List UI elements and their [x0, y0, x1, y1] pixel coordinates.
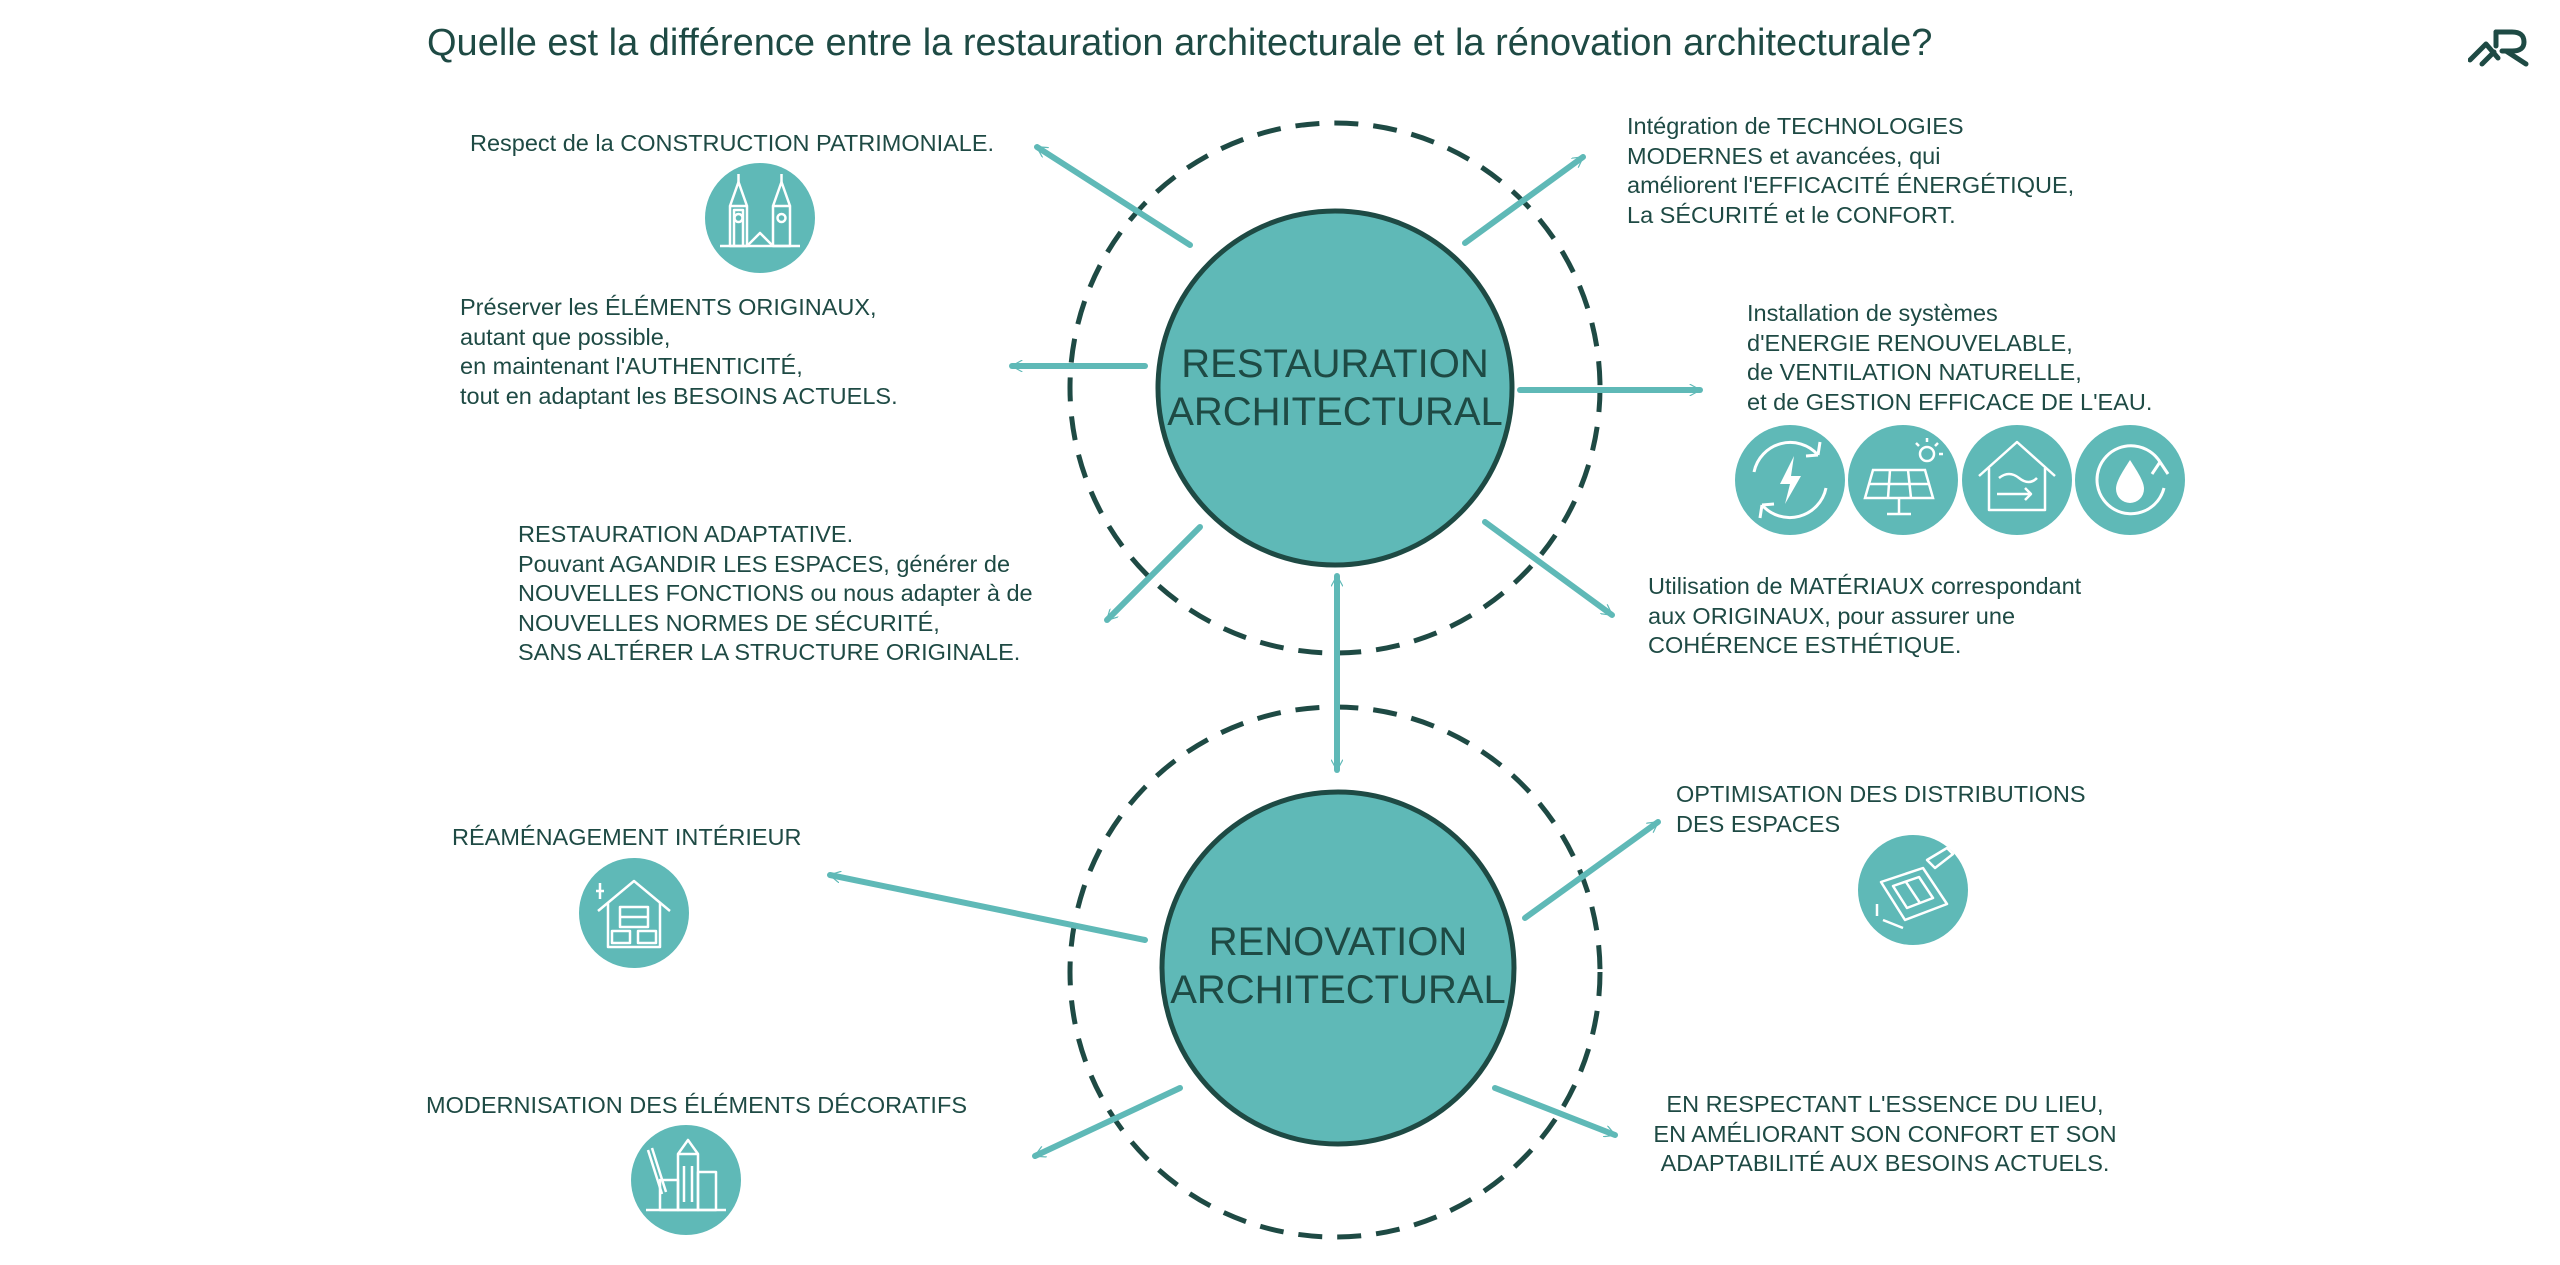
ventilation-house-icon: [1962, 425, 2072, 535]
restauration-circle: [1155, 208, 1515, 568]
page-title: Quelle est la différence entre la restau…: [427, 22, 1933, 64]
text-patrimoine: Respect de la CONSTRUCTION PATRIMONIALE.: [470, 130, 995, 156]
text-reamenagement: RÉAMÉNAGEMENT INTÉRIEUR: [452, 824, 802, 850]
arrow-to-patrimoine: [1034, 144, 1193, 248]
renovation-circle-label: RENOVATION ARCHITECTURAL: [1170, 920, 1506, 1012]
restauration-circle-label: RESTAURATION ARCHITECTURAL: [1167, 342, 1503, 434]
blueprint-icon: [1858, 835, 1968, 945]
solar-panel-icon: [1848, 425, 1958, 535]
church-towers-icon: [705, 163, 815, 273]
arrow-to-distributions: [1522, 819, 1661, 921]
text-systemes: Installation de systèmes d'ENERGIE RENOU…: [1747, 300, 2153, 415]
text-adaptative: RESTAURATION ADAPTATIVE. Pouvant AGANDIR…: [518, 521, 1033, 665]
text-originaux: Préserver les ÉLÉMENTS ORIGINAUX, autant…: [460, 294, 898, 409]
text-distributions: OPTIMISATION DES DISTRIBUTIONS DES ESPAC…: [1676, 781, 2086, 837]
renovation-circle: [1159, 789, 1517, 1147]
city-buildings-icon: [631, 1125, 741, 1235]
water-cycle-icon: [2075, 425, 2185, 535]
text-materiaux: Utilisation de MATÉRIAUX correspondant a…: [1648, 573, 2082, 658]
text-essence: EN RESPECTANT L'ESSENCE DU LIEU, EN AMÉL…: [1653, 1091, 2117, 1176]
company-logo-icon: [2468, 29, 2529, 67]
arrow-to-essence: [1492, 1085, 1618, 1138]
renewable-energy-icon: [1735, 425, 1845, 535]
arrow-to-materiaux: [1482, 519, 1615, 618]
text-decoratifs: MODERNISATION DES ÉLÉMENTS DÉCORATIFS: [426, 1092, 967, 1118]
arrow-to-technologies: [1462, 154, 1586, 246]
interior-house-icon: [579, 858, 689, 968]
arrow-to-decoratifs: [1032, 1085, 1183, 1159]
arrow-to-reamenagement: [827, 875, 1148, 943]
text-technologies: Intégration de TECHNOLOGIES MODERNES et …: [1627, 113, 2075, 228]
arrow-to-adaptative: [1104, 524, 1203, 623]
